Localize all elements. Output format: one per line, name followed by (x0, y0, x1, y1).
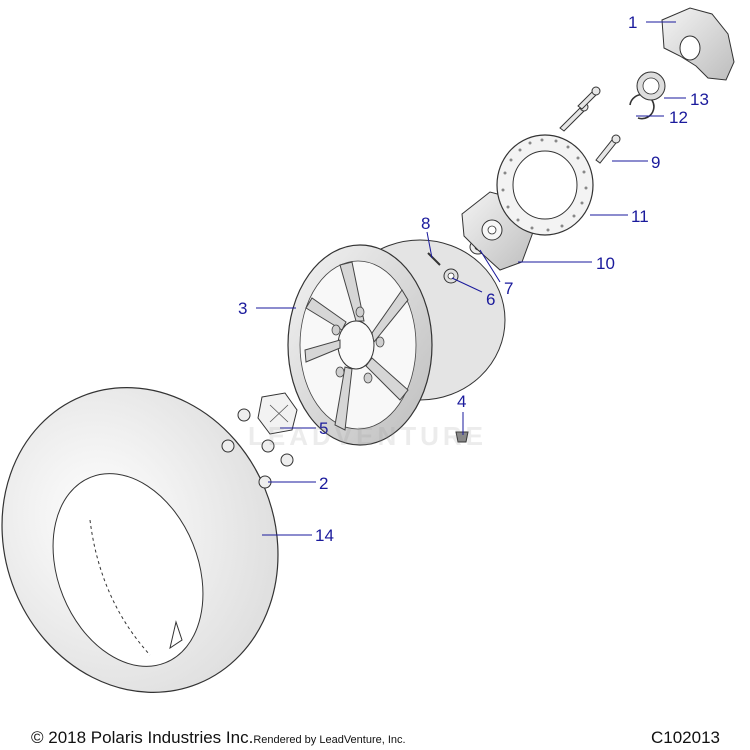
callout-3: 3 (238, 299, 247, 318)
steering-knuckle (661, 7, 735, 81)
rendered-by-text: Rendered by LeadVenture, Inc. (253, 734, 406, 746)
callout-7: 7 (504, 279, 513, 298)
diagram-code: C102013 (650, 728, 720, 747)
brake-disc (496, 134, 594, 236)
valve-stem (455, 431, 469, 443)
lug-nuts (221, 408, 294, 489)
callout-2: 2 (319, 474, 328, 493)
callout-8: 8 (421, 214, 430, 233)
footer-copyright: © 2018 Polaris Industries Inc.Rendered b… (31, 728, 406, 748)
callout-1: 1 (628, 13, 637, 32)
wheel (287, 239, 506, 446)
disc-bolts (559, 86, 621, 164)
bearing (636, 71, 666, 101)
callout-12: 12 (669, 108, 688, 127)
callout-9: 9 (651, 153, 660, 172)
spindle-nut (443, 268, 459, 284)
callout-14: 14 (315, 526, 334, 545)
watermark: LEADVENTURE (248, 421, 488, 451)
callout-leaders (256, 21, 686, 536)
callout-4: 4 (457, 392, 466, 411)
callout-10: 10 (596, 254, 615, 273)
tire (1, 387, 279, 693)
callout-6: 6 (486, 290, 495, 309)
callout-numbers: 1 2 3 4 5 6 7 8 9 10 11 12 13 14 (238, 13, 709, 545)
callout-11: 11 (631, 207, 649, 226)
callout-5: 5 (319, 419, 328, 438)
callout-13: 13 (690, 90, 709, 109)
copyright-text: © 2018 Polaris Industries Inc. (31, 728, 254, 747)
cotter-pin (427, 252, 441, 266)
center-cap (257, 392, 298, 435)
